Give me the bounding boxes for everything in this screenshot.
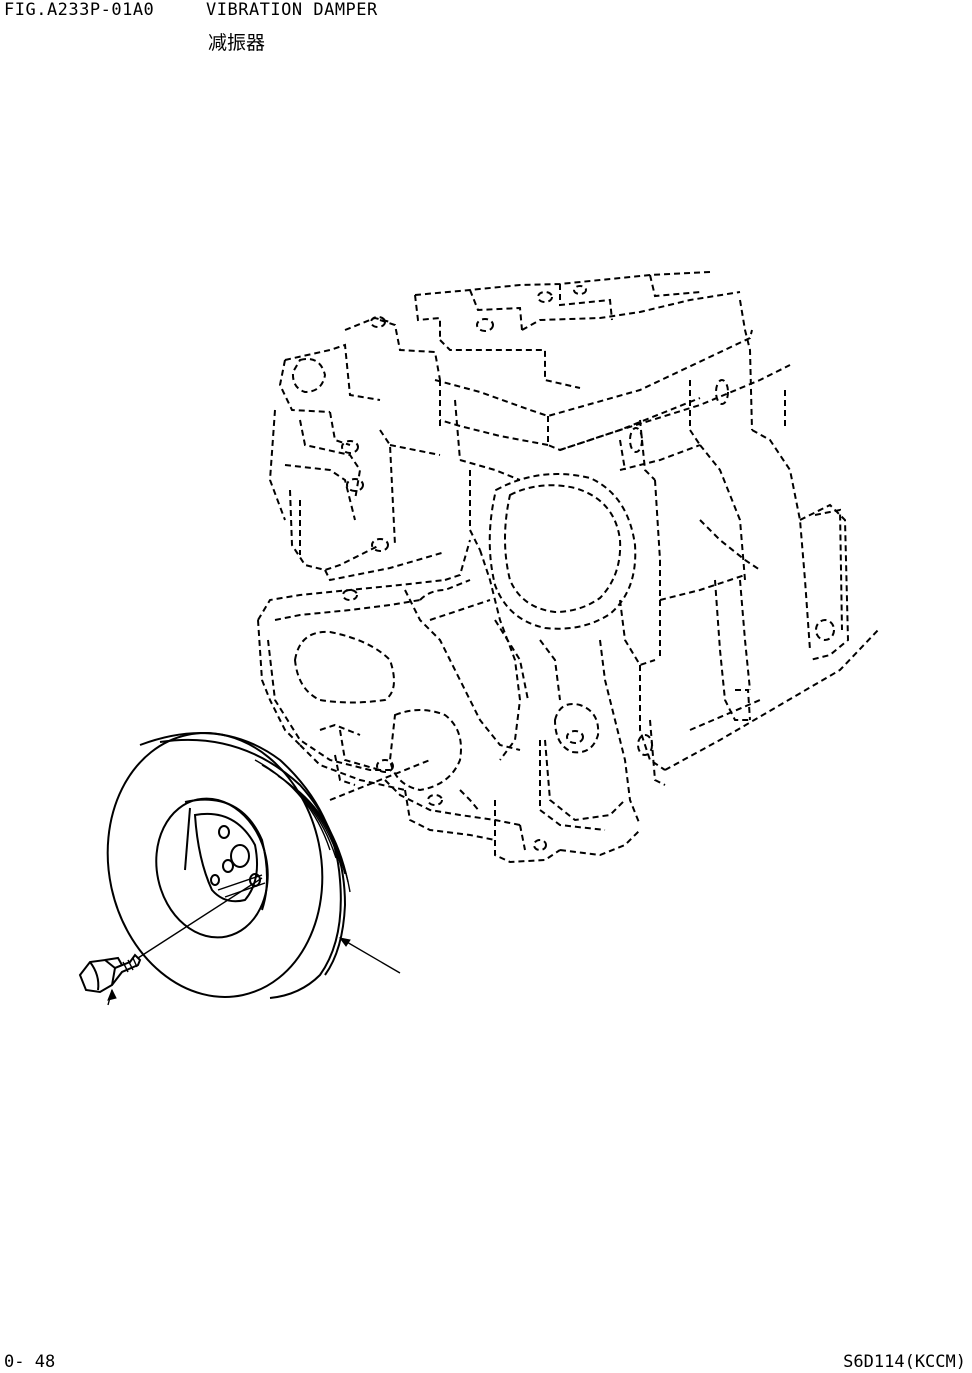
figure-number: FIG.A233P-01A0 — [4, 0, 155, 20]
model-code: S6D114(KCCM) — [843, 1352, 966, 1372]
page-number: 0- 48 — [4, 1352, 56, 1372]
figure-title-english: VIBRATION DAMPER — [206, 0, 378, 20]
assembly-lines — [107, 877, 401, 1006]
vibration-damper-part — [106, 732, 351, 999]
figure-title-chinese: 减振器 — [208, 32, 266, 54]
engine-block-phantom — [257, 271, 881, 864]
flange-bolt-part — [78, 953, 142, 994]
